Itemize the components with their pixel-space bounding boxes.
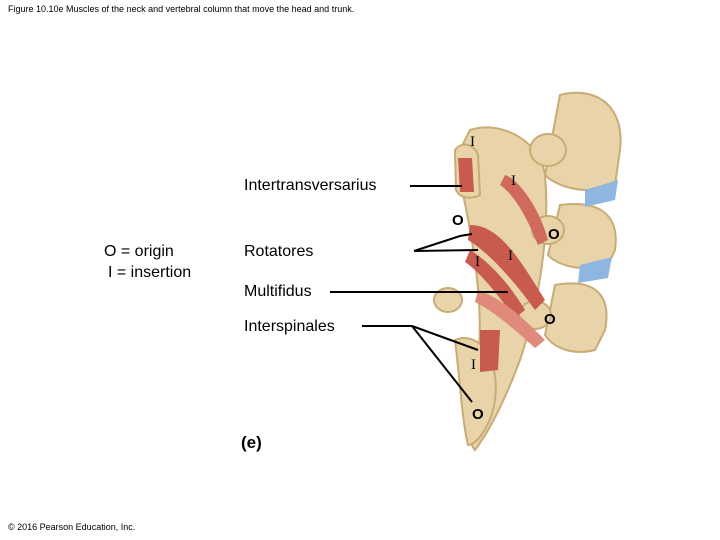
panel-letter: (e) <box>241 433 262 452</box>
vertebral-body-upper <box>543 91 622 192</box>
leader-rotatores-2 <box>413 249 479 252</box>
interspinales-muscle <box>480 330 500 372</box>
label-rotatores: Rotatores <box>244 243 314 260</box>
marker-insertion-1: I <box>470 134 475 150</box>
intertransversarius-muscle <box>458 158 474 192</box>
leader-interspinales-2 <box>411 325 479 351</box>
label-intertransversarius: Intertransversarius <box>244 177 377 194</box>
leader-rotatores <box>413 233 473 252</box>
vertebral-body-middle <box>546 203 617 270</box>
marker-insertion-3: I <box>475 254 480 270</box>
marker-origin-4: O <box>472 406 484 423</box>
articular-process-3 <box>433 287 463 313</box>
legend-insertion: I = insertion <box>108 264 192 281</box>
intervertebral-disc-lower <box>578 257 612 283</box>
figure-caption: Figure 10.10e Muscles of the neck and ve… <box>8 4 355 14</box>
multifidus-muscle-2 <box>500 175 548 245</box>
marker-origin-3: O <box>544 311 556 328</box>
multifidus-muscle-3 <box>475 290 545 348</box>
vertebral-body-lower <box>543 282 608 353</box>
copyright-notice: © 2016 Pearson Education, Inc. <box>8 522 136 532</box>
label-interspinales: Interspinales <box>244 318 335 335</box>
multifidus-muscle-1 <box>468 225 545 310</box>
marker-insertion-2: I <box>511 173 516 189</box>
marker-origin-2: O <box>548 226 560 243</box>
marker-insertion-5: I <box>471 357 476 373</box>
marker-origin-1: O <box>452 212 464 229</box>
marker-insertion-4: I <box>508 248 513 264</box>
rotatores-muscle <box>465 250 525 318</box>
articular-process-1 <box>529 133 567 167</box>
muscles <box>458 158 548 372</box>
legend-origin: O = origin <box>104 243 174 260</box>
intervertebral-disc-upper <box>585 180 618 207</box>
label-multifidus: Multifidus <box>244 283 312 300</box>
vertebrae <box>433 91 622 452</box>
leader-lines <box>330 185 508 403</box>
leader-interspinales-3 <box>411 325 473 403</box>
